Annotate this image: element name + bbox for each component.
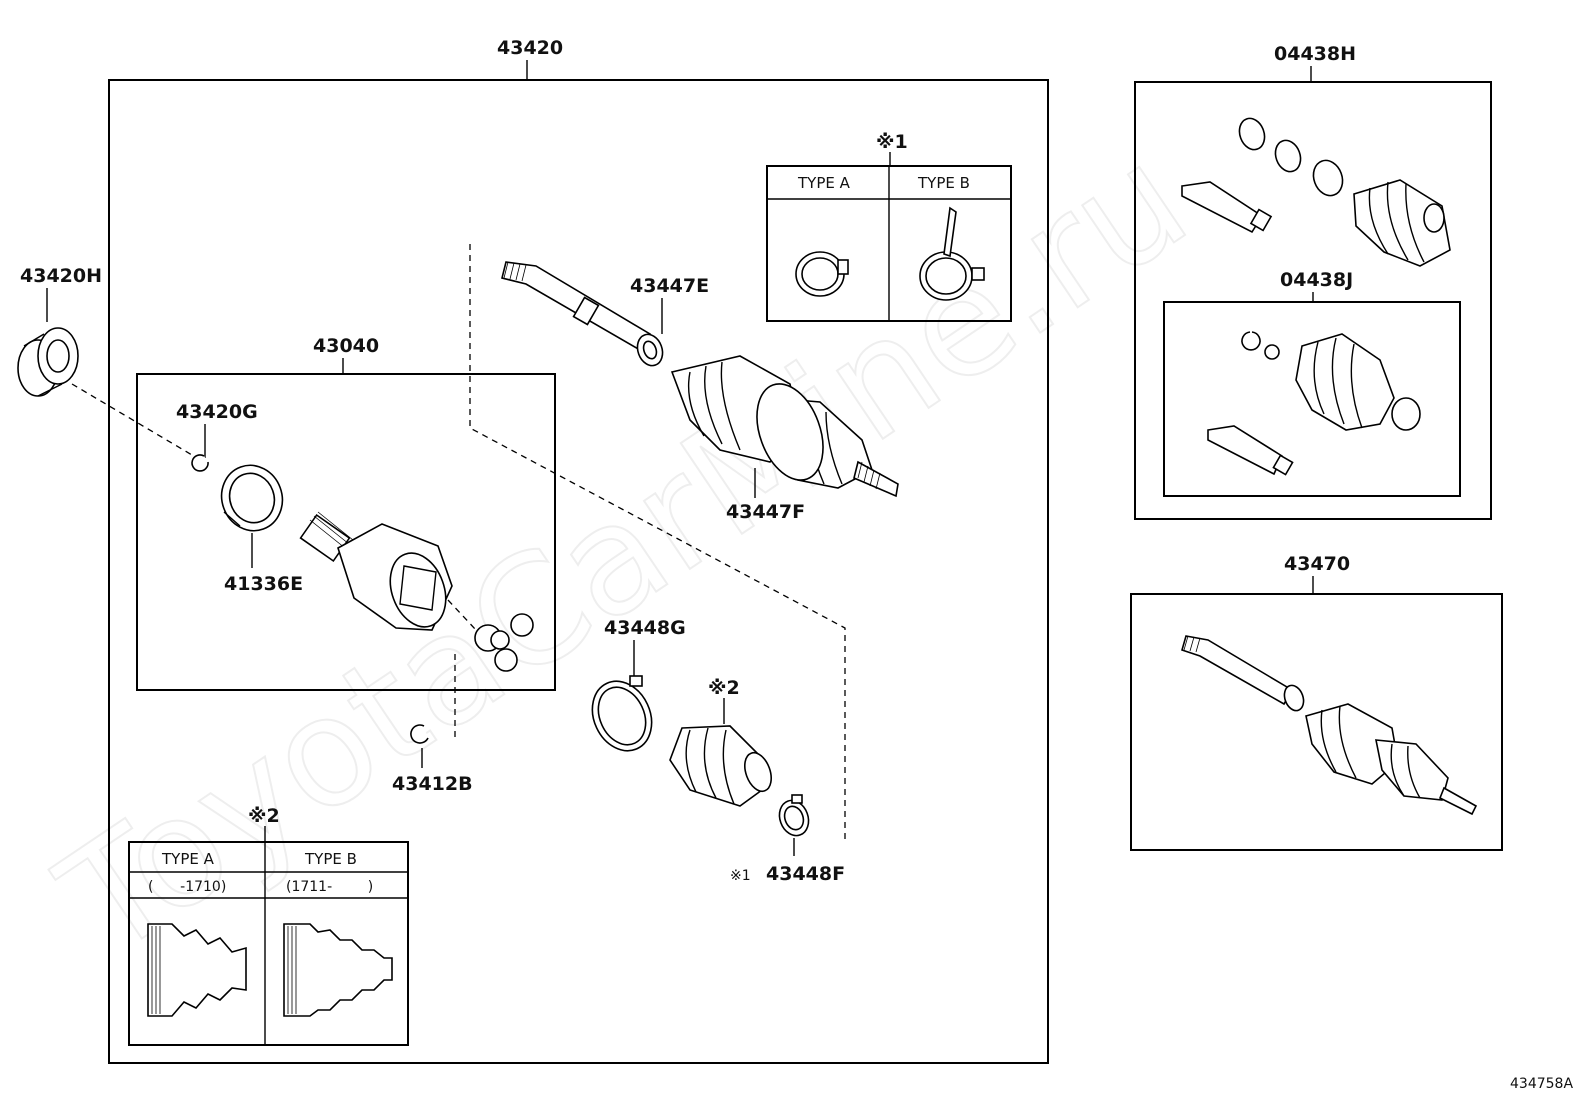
note2-mark: ※2 — [248, 805, 280, 827]
assembly-box-43040 — [136, 373, 556, 691]
boot-type-b-drawing — [283, 923, 393, 1017]
label-43447E[interactable]: 43447E — [630, 275, 709, 297]
part-inboard-boot[interactable] — [669, 725, 776, 807]
note2-ref-mark: ※2 — [708, 677, 740, 699]
assembly-box-43420 — [108, 79, 1049, 1064]
kit-box-04438H — [1134, 81, 1492, 520]
kit-04438H-grease-tube[interactable] — [1181, 181, 1273, 234]
label-43448F[interactable]: 43448F — [766, 863, 845, 885]
part-outboard-boot[interactable] — [670, 355, 899, 498]
dashed-guide-tripod — [447, 599, 477, 740]
part-inboard-joint-housing[interactable] — [299, 511, 456, 635]
note2-col-type-a: TYPE A — [161, 850, 215, 868]
part-drive-shaft[interactable] — [501, 261, 652, 352]
note1-col-type-a: TYPE A — [797, 174, 851, 192]
note2-range-type-a: ( -1710) — [148, 879, 226, 895]
diagram-id: 434758A — [1510, 1076, 1573, 1092]
note2-col-type-b: TYPE B — [304, 850, 357, 868]
part-43448F-boot-clamp[interactable] — [775, 794, 814, 840]
note1-table: TYPE A TYPE B — [766, 165, 1012, 322]
part-41336E-ring[interactable] — [213, 457, 292, 540]
label-41336E[interactable]: 41336E — [224, 573, 303, 595]
label-43448G[interactable]: 43448G — [604, 617, 686, 639]
note2-range-type-b: (1711- ) — [286, 879, 373, 895]
label-43448F-note-mark: ※1 — [730, 868, 751, 884]
label-43420[interactable]: 43420 — [497, 37, 563, 59]
kit-04438J-snap-rings[interactable] — [1241, 331, 1280, 360]
label-04438H[interactable]: 04438H — [1274, 43, 1356, 65]
dashed-guide-main-shaft — [469, 244, 846, 842]
part-43448G-boot-clamp[interactable] — [581, 672, 662, 761]
label-43412B[interactable]: 43412B — [392, 773, 473, 795]
part-43447E-boot-clamp[interactable] — [633, 331, 666, 369]
note1-mark: ※1 — [876, 131, 908, 153]
label-04438J[interactable]: 04438J — [1280, 269, 1353, 291]
boot-type-a-drawing — [147, 923, 247, 1017]
kit-04438J-boot[interactable] — [1295, 333, 1421, 431]
kit-box-04438J — [1163, 301, 1461, 497]
part-43420G-snap-ring[interactable] — [191, 454, 209, 472]
part-tripod-joint[interactable] — [474, 613, 534, 672]
part-43470-drive-shaft-assembly[interactable] — [1181, 635, 1478, 816]
note1-col-type-b: TYPE B — [917, 174, 970, 192]
dashed-guide-43420H — [71, 383, 193, 456]
label-43040[interactable]: 43040 — [313, 335, 379, 357]
label-43420H[interactable]: 43420H — [20, 265, 102, 287]
label-43420G[interactable]: 43420G — [176, 401, 258, 423]
clamp-type-b-drawing — [919, 206, 985, 301]
kit-04438J-grease-tube[interactable] — [1207, 425, 1294, 476]
label-43470[interactable]: 43470 — [1284, 553, 1350, 575]
note2-table: TYPE A TYPE B ( -1710) (1711- ) — [128, 841, 409, 1046]
kit-04438H-clamps[interactable] — [1235, 115, 1347, 200]
part-43420H-oil-seal[interactable] — [17, 327, 79, 397]
clamp-type-a-drawing — [795, 251, 849, 297]
kit-04438H-boot[interactable] — [1353, 179, 1451, 267]
assembly-box-43470 — [1130, 593, 1503, 851]
part-43412B-snap-ring[interactable] — [410, 724, 429, 744]
label-43447F[interactable]: 43447F — [726, 501, 805, 523]
